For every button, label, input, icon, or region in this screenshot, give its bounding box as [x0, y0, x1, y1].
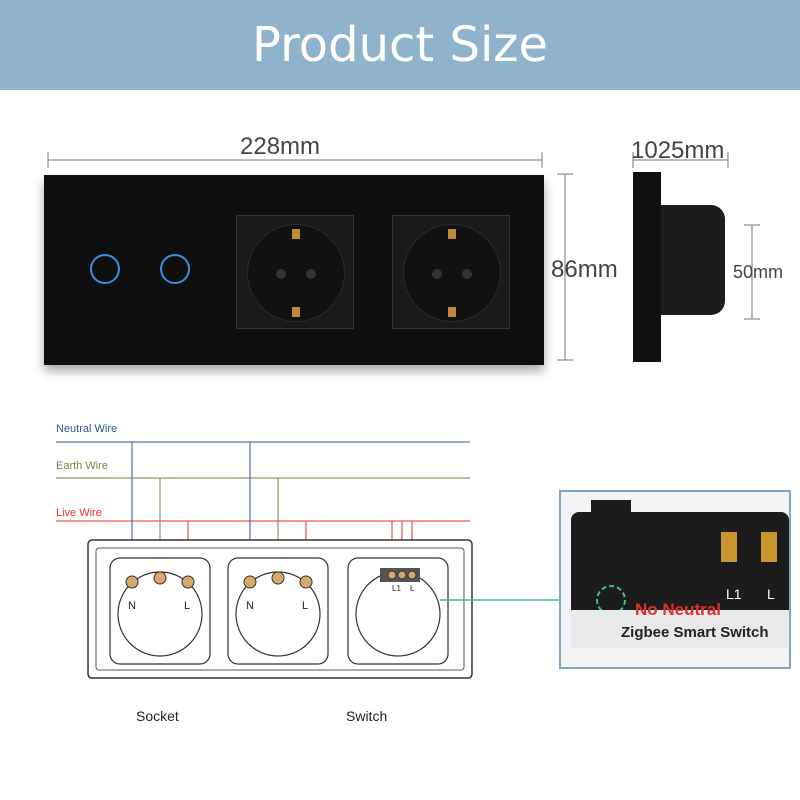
header-banner: Product Size: [0, 0, 800, 90]
product-name-label: Zigbee Smart Switch: [621, 624, 769, 641]
zoom-callout: L1 L No Neutral Zigbee Smart Switch: [559, 490, 791, 669]
no-neutral-label: No Neutral: [635, 600, 721, 619]
socket-2-face: [403, 224, 501, 322]
box-height-dimension-line: [744, 224, 760, 320]
front-panel: [44, 175, 544, 365]
height-label: 86mm: [551, 256, 618, 283]
socket-caption: Socket: [136, 708, 179, 724]
page-title: Product Size: [251, 17, 549, 73]
switch-terminal-l: L: [410, 584, 415, 593]
side-view-box: [661, 205, 725, 315]
touch-button-2-icon: [160, 254, 190, 284]
socket-2-terminal-l: L: [302, 600, 309, 612]
height-dimension-line: [557, 173, 573, 361]
box-height-label: 50mm: [733, 262, 784, 282]
side-view-plate: [633, 172, 661, 362]
zoom-terminal-l: L: [767, 586, 775, 602]
neutral-wire-label: Neutral Wire: [56, 423, 118, 435]
socket-1-face: [247, 224, 345, 322]
switch-caption: Switch: [346, 708, 388, 724]
width-label: 228mm: [240, 133, 321, 160]
wiring-diagram: [56, 441, 560, 679]
socket-1-terminal-n: N: [128, 600, 136, 612]
socket-2-terminal-n: N: [246, 600, 254, 612]
width-dimension-line: [47, 152, 543, 168]
zoom-terminal-l1: L1: [726, 586, 742, 602]
socket-1: [236, 215, 354, 329]
depth-dimension-line: [632, 152, 729, 168]
terminal-block-photo: [561, 492, 789, 667]
socket-2: [392, 215, 510, 329]
earth-wire-label: Earth Wire: [56, 460, 108, 472]
depth-label: 1025mm: [631, 137, 725, 164]
live-wire-label: Live Wire: [56, 507, 102, 519]
socket-1-terminal-l: L: [184, 600, 191, 612]
switch-terminal-l1: L1: [392, 584, 401, 593]
touch-button-1-icon: [90, 254, 120, 284]
